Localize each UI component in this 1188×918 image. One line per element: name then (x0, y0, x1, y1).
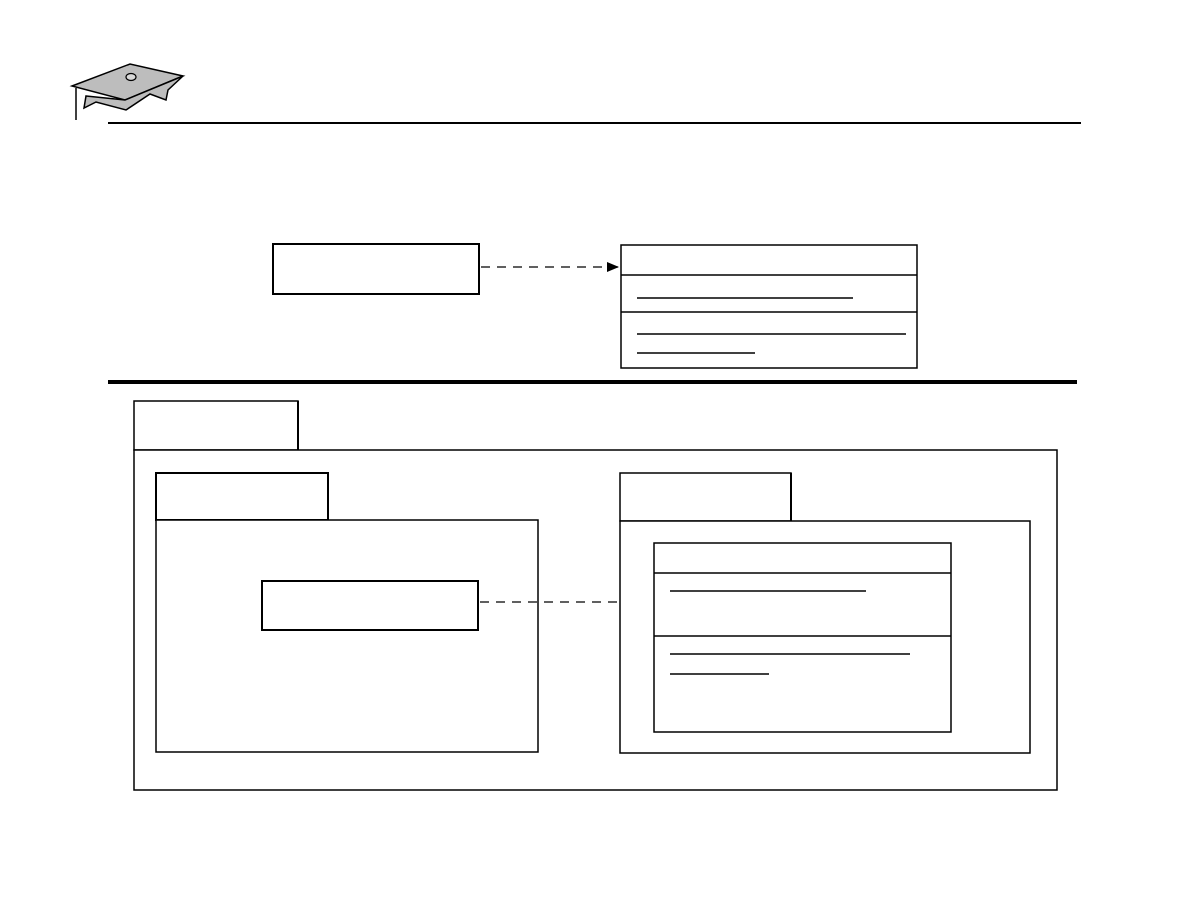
top-diagram (272, 243, 918, 369)
left-package (155, 472, 539, 753)
right-package (619, 472, 1031, 754)
graduation-cap-icon (69, 63, 186, 120)
bottom-diagram (133, 400, 1058, 791)
interface-class-box (620, 244, 918, 369)
client-box (272, 243, 480, 295)
inner-client-box (261, 580, 479, 631)
class-box (653, 542, 952, 733)
